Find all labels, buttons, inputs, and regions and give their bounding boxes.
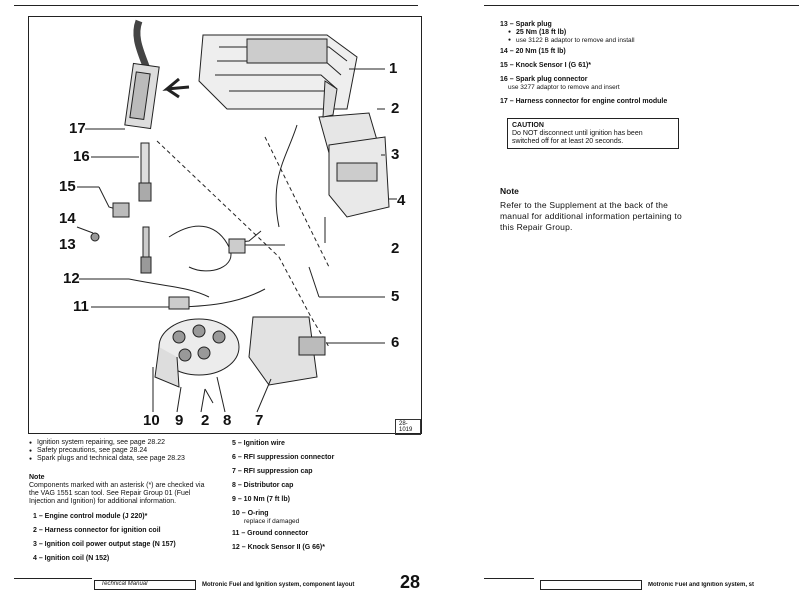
note-line-2: the VAG 1551 scan tool. See Repair Group… (29, 490, 191, 497)
callout-11: 11 (73, 298, 89, 315)
legend-item-8: 8 – Distributor cap (232, 482, 294, 489)
legend-item-12: 12 – Knock Sensor II (G 66)* (232, 544, 325, 551)
legend-item-3: 3 – Ignition coil power output stage (N … (33, 541, 176, 548)
callout-15: 15 (59, 178, 76, 195)
callout-13: 13 (59, 236, 76, 253)
caution-box: CAUTION Do NOT disconnect until ignition… (507, 118, 679, 149)
callout-4: 4 (397, 192, 406, 209)
callout-2-lower: 2 (391, 240, 400, 257)
callout-6: 6 (391, 334, 400, 351)
callout-2-bottom: 2 (201, 412, 210, 429)
page-number: 28 (400, 572, 421, 592)
top-rule-left (14, 5, 418, 6)
callout-12: 12 (63, 270, 80, 287)
figure-id-label: 28-1019 (395, 419, 421, 435)
footer-rule-left (14, 578, 92, 579)
footer-right-box (540, 580, 642, 590)
legend-item-15: 15 – Knock Sensor I (G 61)* (500, 62, 592, 69)
callout-7: 7 (255, 412, 264, 429)
caution-title: CAUTION (512, 122, 544, 129)
callout-9: 9 (175, 412, 184, 429)
callout-17: 17 (69, 120, 86, 137)
callout-5: 5 (391, 288, 400, 305)
callout-10: 10 (143, 412, 160, 429)
callout-1: 1 (389, 60, 398, 77)
footer-section-title: Motronic Fuel and Ignition system, compo… (202, 582, 355, 588)
note-heading-right: Note (500, 186, 519, 196)
bullet-spark-plugs: Spark plugs and technical data, see page… (29, 455, 185, 463)
callout-8: 8 (223, 412, 232, 429)
bullet-dot-13a: ● (508, 29, 512, 35)
legend-item-16: 16 – Spark plug connector (500, 76, 588, 83)
legend-item-13: 13 – Spark plug (500, 21, 552, 28)
legend-item-2: 2 – Harness connector for ignition coil (33, 527, 161, 534)
footer-manual-box: Technical Manual (94, 580, 196, 590)
callout-14: 14 (59, 210, 76, 227)
bullet-dot-13b: ● (508, 37, 512, 43)
legend-item-5: 5 – Ignition wire (232, 440, 285, 447)
ignition-components-drawing (76, 19, 397, 413)
top-rule-right (484, 5, 799, 6)
caution-line-2: switched off for at least 20 seconds. (512, 138, 624, 145)
note-line-1: Components marked with an asterisk (*) a… (29, 482, 205, 489)
legend-item-4: 4 – Ignition coil (N 152) (33, 555, 110, 562)
note-body-right: Refer to the Supplement at the back of t… (500, 200, 682, 232)
callout-16: 16 (73, 148, 90, 165)
legend-item-14: 14 – 20 Nm (15 ft lb) (500, 48, 566, 55)
legend-item-13-adaptor: use 3122 B adaptor to remove and install (516, 37, 635, 44)
note-line-3: Injection and Ignition) for additional i… (29, 498, 177, 505)
footer-right-title: Motronic Fuel and Ignition system, st (648, 582, 755, 588)
legend-item-16-adaptor: use 3277 adaptor to remove and insert (508, 84, 620, 91)
bullet-safety: Safety precautions, see page 28.24 (29, 447, 147, 455)
callout-3: 3 (391, 146, 400, 163)
legend-item-6: 6 – RFI suppression connector (232, 454, 335, 461)
callout-2-upper: 2 (391, 100, 400, 117)
legend-item-13-torque: 25 Nm (18 ft lb) (516, 29, 567, 36)
legend-item-9: 9 – 10 Nm (7 ft lb) (232, 496, 290, 503)
legend-item-17: 17 – Harness connector for engine contro… (500, 98, 668, 105)
legend-item-7: 7 – RFI suppression cap (232, 468, 313, 475)
legend-item-10-note: replace if damaged (244, 518, 300, 525)
legend-item-1: 1 – Engine control module (J 220)* (33, 513, 148, 520)
legend-item-11: 11 – Ground connector (232, 530, 309, 537)
legend-item-10: 10 – O-ring (232, 510, 269, 517)
exploded-view-diagram: 1 2 3 4 2 5 6 17 16 15 14 13 12 11 10 9 … (28, 16, 422, 435)
footer-manual-label: Technical Manual (101, 581, 148, 587)
caution-line-1: Do NOT disconnect until ignition has bee… (512, 130, 643, 137)
bullet-repairing: Ignition system repairing, see page 28.2… (29, 439, 165, 447)
footer-rule-right (484, 578, 534, 579)
note-heading-left: Note (29, 474, 45, 481)
